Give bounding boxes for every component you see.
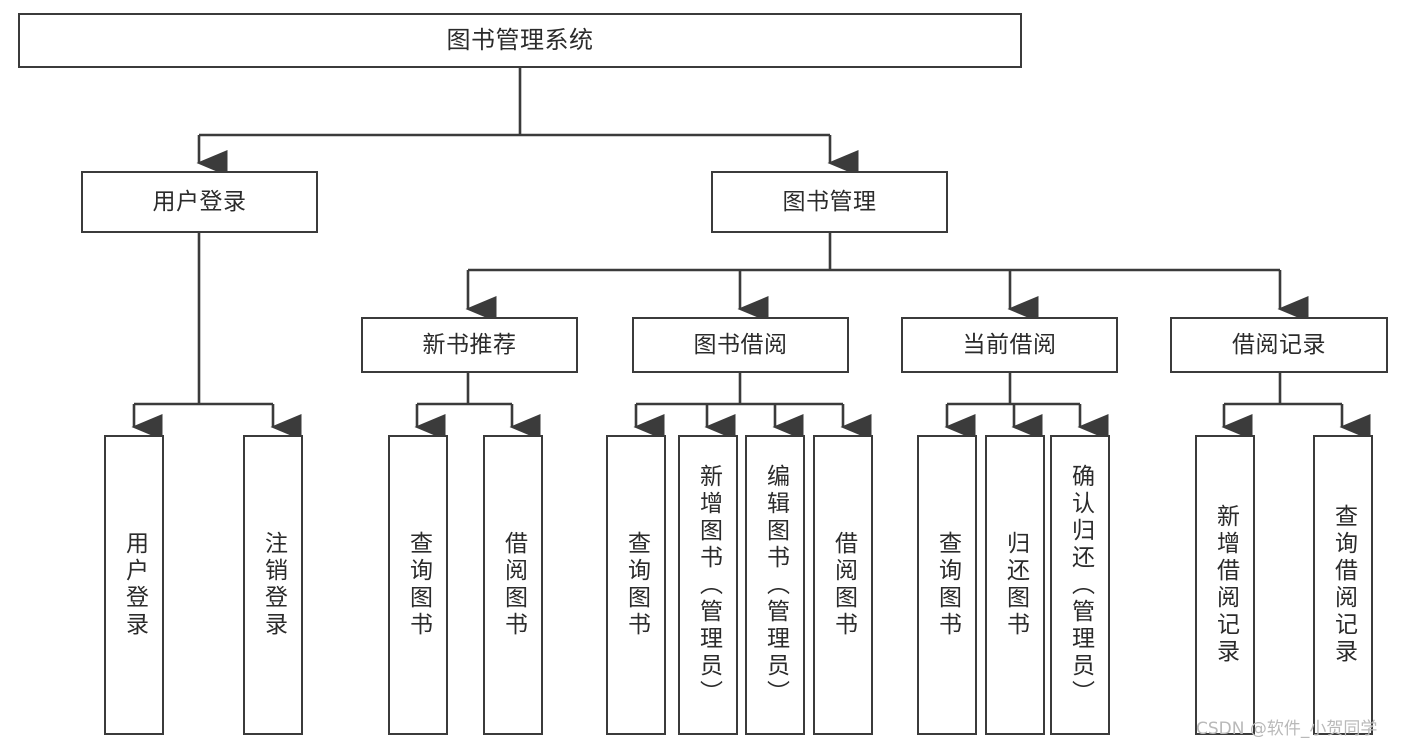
node-root[interactable]: 图书管理系统 [18, 13, 1022, 68]
leaf-user-login-label: 用户登录 [121, 531, 148, 639]
node-borrow-record[interactable]: 借阅记录 [1170, 317, 1388, 373]
leaf-logout-label: 注销登录 [260, 531, 287, 639]
node-current-borrow[interactable]: 当前借阅 [901, 317, 1118, 373]
leaf-add-borrow-record-label: 新增借阅记录 [1212, 504, 1239, 666]
node-user-login[interactable]: 用户登录 [81, 171, 318, 233]
leaf-query-book-recommend[interactable]: 查询图书 [388, 435, 448, 735]
leaf-borrow-book-recommend-label: 借阅图书 [500, 531, 527, 639]
leaf-edit-book-admin[interactable]: 编辑图书（管理员） [745, 435, 805, 735]
node-borrow-record-label: 借阅记录 [1232, 331, 1326, 358]
leaf-logout[interactable]: 注销登录 [243, 435, 303, 735]
leaf-return-book-label: 归还图书 [1002, 531, 1029, 639]
leaf-confirm-return-admin[interactable]: 确认归还（管理员） [1050, 435, 1110, 735]
leaf-confirm-return-admin-label: 确认归还（管理员） [1067, 463, 1094, 707]
node-book-management-label: 图书管理 [782, 188, 877, 215]
leaf-add-borrow-record[interactable]: 新增借阅记录 [1195, 435, 1255, 735]
leaf-borrow-book-recommend[interactable]: 借阅图书 [483, 435, 543, 735]
node-book-management[interactable]: 图书管理 [711, 171, 948, 233]
leaf-query-borrow-record[interactable]: 查询借阅记录 [1313, 435, 1373, 735]
leaf-edit-book-admin-label: 编辑图书（管理员） [762, 463, 789, 707]
node-book-borrow[interactable]: 图书借阅 [632, 317, 849, 373]
leaf-borrow-book[interactable]: 借阅图书 [813, 435, 873, 735]
csdn-watermark: CSDN @软件_小贺同学 [1196, 719, 1378, 739]
leaf-query-book-borrow-label: 查询图书 [623, 531, 650, 639]
leaf-query-borrow-record-label: 查询借阅记录 [1330, 504, 1357, 666]
leaf-add-book-admin-label: 新增图书（管理员） [695, 463, 722, 707]
node-current-borrow-label: 当前借阅 [962, 331, 1057, 358]
leaf-user-login[interactable]: 用户登录 [104, 435, 164, 735]
leaf-add-book-admin[interactable]: 新增图书（管理员） [678, 435, 738, 735]
leaf-query-book-recommend-label: 查询图书 [405, 531, 432, 639]
node-new-book-recommend[interactable]: 新书推荐 [361, 317, 578, 373]
leaf-query-book-borrow[interactable]: 查询图书 [606, 435, 666, 735]
leaf-query-book-current[interactable]: 查询图书 [917, 435, 977, 735]
leaf-return-book[interactable]: 归还图书 [985, 435, 1045, 735]
node-book-borrow-label: 图书借阅 [693, 331, 788, 358]
node-new-book-recommend-label: 新书推荐 [422, 331, 517, 358]
leaf-query-book-current-label: 查询图书 [934, 531, 961, 639]
leaf-borrow-book-label: 借阅图书 [830, 531, 857, 639]
node-root-label: 图书管理系统 [446, 25, 594, 54]
node-user-login-label: 用户登录 [152, 188, 247, 215]
